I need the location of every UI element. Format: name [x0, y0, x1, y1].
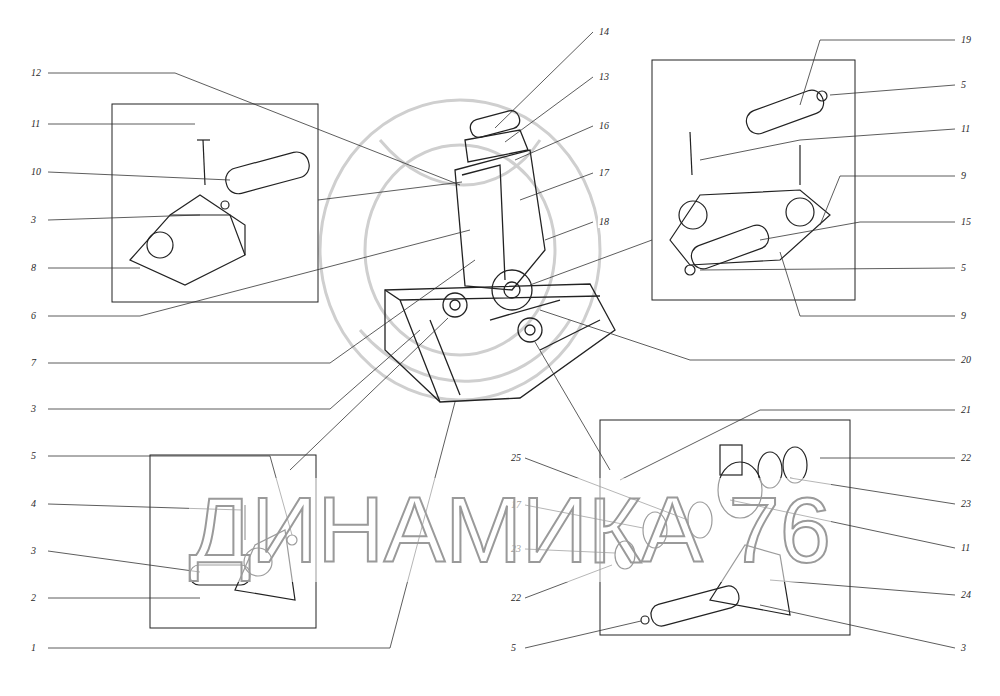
callout-number: 3 — [30, 214, 37, 226]
callout-number: 14 — [598, 26, 610, 38]
callout-number: 5 — [960, 262, 967, 274]
callout-number: 24 — [960, 589, 972, 601]
logo-watermark — [320, 100, 600, 400]
inset-frames — [112, 60, 855, 635]
callout-number: 10 — [30, 166, 42, 178]
callout-number: 7 — [30, 357, 37, 369]
callout-number: 22 — [960, 452, 972, 464]
inset-parts — [130, 87, 830, 628]
callout-number: 15 — [960, 216, 972, 228]
callout-number: 11 — [960, 123, 971, 135]
leader-lines — [48, 32, 955, 648]
callout-number: 22 — [510, 592, 522, 604]
machine-body — [385, 109, 615, 402]
callout-number: 18 — [598, 216, 610, 228]
callout-number: 17 — [598, 167, 610, 179]
callout-number: 21 — [960, 404, 972, 416]
callout-number: 1 — [30, 642, 37, 654]
callout-number: 20 — [960, 354, 972, 366]
callout-number: 16 — [598, 120, 610, 132]
callout-number: 4 — [30, 498, 37, 510]
callout-number: 5 — [510, 642, 517, 654]
callout-number: 8 — [30, 262, 37, 274]
callout-number: 3 — [30, 403, 37, 415]
watermark: ДИНАМИКА 76 — [189, 478, 831, 582]
callout-number: 23 — [960, 498, 972, 510]
callout-number: 2 — [30, 592, 37, 604]
callout-number: 9 — [960, 170, 967, 182]
callout-number: 11 — [30, 118, 41, 130]
callout-number: 12 — [30, 67, 42, 79]
callout-number: 9 — [960, 310, 967, 322]
callout-number: 5 — [30, 450, 37, 462]
callout-number: 6 — [30, 310, 37, 322]
callout-number: 3 — [960, 642, 967, 654]
callout-number: 3 — [30, 545, 37, 557]
callout-number: 19 — [960, 34, 972, 46]
callout-number: 5 — [960, 79, 967, 91]
callout-number: 25 — [510, 452, 522, 464]
callout-number: 11 — [960, 542, 971, 554]
callout-number: 13 — [598, 71, 610, 83]
